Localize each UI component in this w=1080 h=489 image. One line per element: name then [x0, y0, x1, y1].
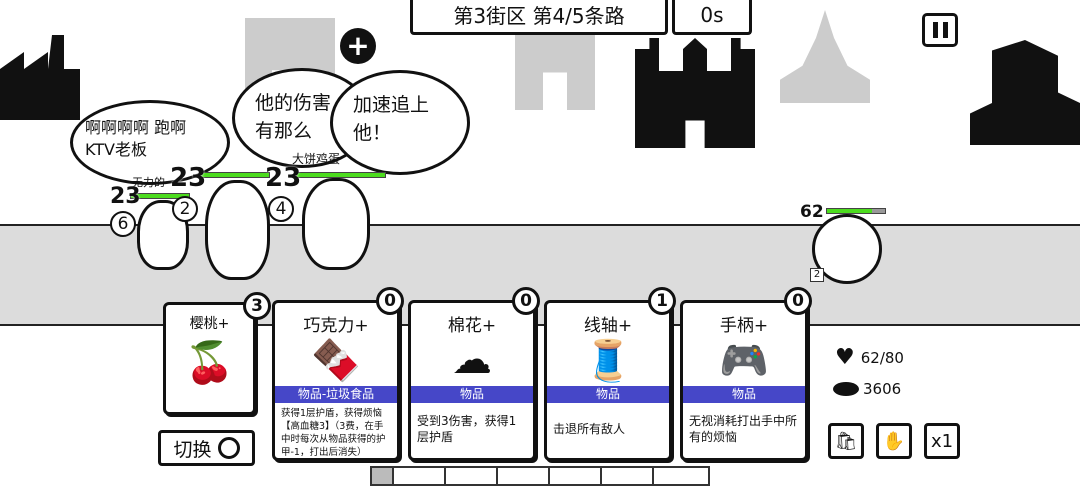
card-type: 物品-垃圾食品: [275, 386, 397, 403]
enemy-character[interactable]: [205, 180, 270, 280]
deck-progress-segment: [444, 466, 498, 486]
deck-progress-segment: [370, 466, 394, 486]
enemy-intent: 4: [268, 196, 294, 222]
hand-icon: ✋: [882, 430, 906, 452]
pause-button[interactable]: [922, 13, 958, 47]
card-cost: 0: [376, 287, 404, 315]
enemy-hp-bar: [200, 172, 270, 178]
card-title: 棉花+: [447, 316, 497, 336]
card-title: 线轴+: [583, 316, 633, 336]
enemy-hp-value: 23: [170, 163, 207, 193]
switch-label: 切换: [173, 438, 212, 461]
sphinx-building: [970, 40, 1080, 145]
location-text: 第3街区 第4/5条路: [453, 4, 625, 28]
card-cotton[interactable]: 棉花+ ☁ 物品 受到3伤害，获得1层护盾: [408, 300, 536, 461]
card-type: 物品: [683, 386, 805, 403]
card-type: 物品: [547, 386, 669, 403]
bag-button[interactable]: 🛍: [828, 423, 864, 459]
speech-bubble: 他的伤害 有那么: [232, 68, 372, 168]
card-cost: 3: [243, 292, 271, 320]
card-cost: 1: [648, 287, 676, 315]
spool-icon: 🧵: [583, 338, 633, 384]
card-cost: 0: [784, 287, 812, 315]
coins-stat: 3606: [833, 380, 901, 398]
coins-icon: [833, 382, 859, 396]
hospital-cross-icon: +: [340, 28, 376, 64]
location-banner: 第3街区 第4/5条路: [410, 0, 668, 35]
deck-progress-segment: [496, 466, 550, 486]
enemy-hp-value: 23: [265, 163, 302, 193]
deck-progress-segment: [548, 466, 602, 486]
cherry-icon: 🍒: [184, 340, 235, 386]
speech-bubble: 加速追上 他！: [330, 70, 470, 175]
player-hp-bar: [826, 208, 886, 214]
player-hp-stat: ♥62/80: [835, 345, 904, 370]
deck-progress-segment: [600, 466, 654, 486]
cotton-icon: ☁: [452, 337, 492, 383]
speed-button[interactable]: x1: [924, 423, 960, 459]
card-spool[interactable]: 线轴+ 🧵 物品 击退所有敌人: [544, 300, 672, 461]
bag-icon: 🛍: [834, 430, 858, 452]
card-cherry[interactable]: 樱桃+ 🍒: [163, 302, 256, 415]
card-cost: 0: [512, 287, 540, 315]
card-title: 手柄+: [719, 316, 769, 336]
switch-button[interactable]: 切换: [158, 430, 255, 466]
hand-button[interactable]: ✋: [876, 423, 912, 459]
speech-bubble: 啊啊啊啊 跑啊KTV老板: [70, 100, 230, 185]
switch-icon: [217, 437, 240, 459]
card-description: 无视消耗打出手中所有的烦恼: [689, 414, 798, 444]
player-shield: 2: [810, 268, 824, 282]
enemy-name: 大饼鸡蛋: [292, 152, 341, 166]
player-hp-value: 62: [800, 202, 824, 222]
deck-progress-segment: [652, 466, 710, 486]
card-description: 击退所有敌人: [553, 422, 626, 436]
card-type: 物品: [411, 386, 533, 403]
timer-text: 0s: [700, 2, 724, 27]
timer-box: 0s: [672, 0, 752, 35]
pause-icon: [932, 22, 938, 38]
gate-building: [515, 35, 595, 110]
enemy-intent: 6: [110, 211, 136, 237]
chocolate-icon: 🍫: [311, 338, 361, 384]
enemy-hp-bar: [296, 172, 386, 178]
card-chocolate[interactable]: 巧克力+ 🍫 物品-垃圾食品 获得1层护盾，获得烦恼【高血糖3】（3费，在手中时…: [272, 300, 400, 461]
capitol-building: [780, 10, 870, 103]
heart-icon: ♥: [835, 345, 855, 370]
castle-building: [635, 38, 755, 148]
card-title: 樱桃+: [189, 316, 230, 332]
enemy-intent: 2: [172, 196, 198, 222]
card-description: 获得1层护盾，获得烦恼【高血糖3】（3费，在手中时每次从物品获得的护甲-1，打出…: [281, 408, 386, 458]
enemy-character[interactable]: [302, 178, 370, 270]
gamepad-icon: 🎮: [719, 338, 769, 384]
card-title: 巧克力+: [303, 316, 369, 336]
enemy-name: 无力的: [132, 176, 165, 189]
card-gamepad[interactable]: 手柄+ 🎮 物品 无视消耗打出手中所有的烦恼: [680, 300, 808, 461]
enemy-hp-value: 23: [110, 184, 141, 209]
deck-progress-segment: [392, 466, 446, 486]
card-description: 受到3伤害，获得1层护盾: [417, 414, 517, 444]
factory-building: [0, 35, 80, 120]
